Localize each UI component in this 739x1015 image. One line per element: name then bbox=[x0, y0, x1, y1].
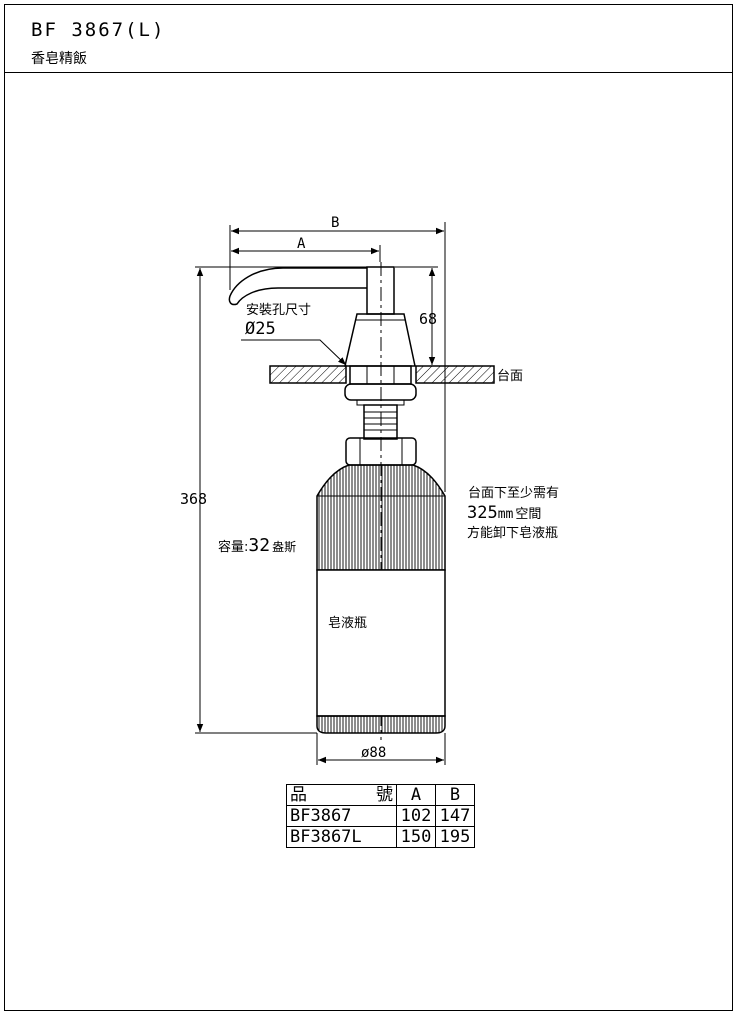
model-title: BF 3867(L) bbox=[31, 19, 166, 41]
header-divider bbox=[4, 72, 733, 73]
bottle-shoulder bbox=[316, 464, 446, 571]
drawing-frame bbox=[4, 4, 733, 1011]
table-row: BF3867 102 147 bbox=[286, 805, 475, 827]
hole-leader bbox=[241, 339, 347, 366]
bottle-base bbox=[316, 715, 446, 734]
header-model: 品號 bbox=[286, 784, 397, 806]
hole-diameter-label: Ø25 bbox=[245, 319, 276, 339]
clearance-line3: 方能卸下皂液瓶 bbox=[467, 525, 558, 541]
bottle-label: 皂液瓶 bbox=[328, 616, 367, 631]
label-88: ø88 bbox=[361, 745, 386, 761]
product-subtitle: 香皂精飯 bbox=[31, 51, 87, 67]
label-a: A bbox=[297, 236, 306, 252]
spec-table: 品號 A B BF3867 102 147 BF3867L 150 195 bbox=[286, 784, 475, 848]
countertop-label: 台面 bbox=[497, 369, 523, 384]
clearance-line1: 台面下至少需有 bbox=[468, 486, 559, 501]
table-row: BF3867L 150 195 bbox=[286, 826, 475, 848]
label-368: 368 bbox=[180, 490, 207, 508]
header-a: A bbox=[396, 784, 436, 806]
countertop bbox=[269, 365, 347, 384]
label-68: 68 bbox=[419, 310, 437, 328]
cone-body bbox=[344, 313, 416, 367]
bottle-body bbox=[316, 569, 446, 717]
hole-size-label: 安裝孔尺寸 bbox=[246, 303, 311, 318]
threaded-stem bbox=[363, 404, 398, 440]
header-b: B bbox=[435, 784, 475, 806]
table-header-row: 品號 A B bbox=[286, 784, 475, 806]
label-b: B bbox=[331, 215, 339, 231]
spout bbox=[228, 267, 367, 306]
